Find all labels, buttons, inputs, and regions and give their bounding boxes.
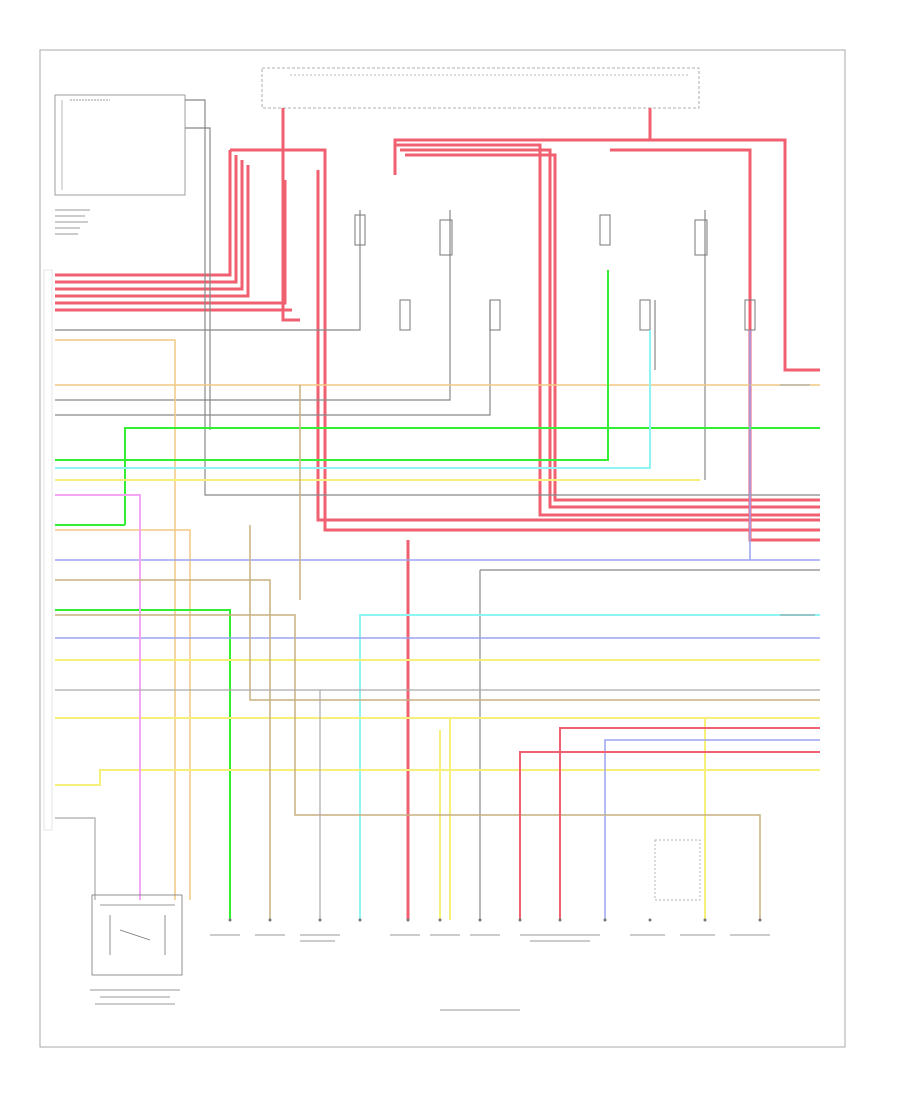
tan-wires (55, 385, 820, 920)
micro-labels (55, 209, 815, 1011)
range-switch-box (91, 894, 183, 976)
orange-wires (55, 339, 820, 900)
relay-1 (354, 214, 366, 246)
fuse-block (261, 67, 700, 109)
diagram-frame (39, 49, 846, 1048)
pcm-connector-left (43, 269, 53, 831)
blue-wires (55, 330, 820, 920)
relay-3 (599, 214, 611, 246)
relay-6 (489, 299, 501, 331)
green-wires (55, 270, 820, 920)
solenoid-box (654, 839, 701, 901)
cyan-wires (55, 330, 820, 920)
relay-2 (439, 219, 453, 256)
range-switch-contacts (100, 904, 175, 955)
relay-4 (694, 219, 708, 256)
gray-lower-wires (55, 689, 820, 920)
bottom-connectors (228, 918, 762, 922)
relay-5 (399, 299, 411, 331)
dark-wires (55, 99, 820, 920)
lower-red-wires (519, 727, 820, 920)
relay-7 (639, 299, 651, 331)
red-wires (55, 108, 820, 920)
pink-wires (55, 494, 141, 900)
relay-symbols (354, 214, 756, 331)
transaxle-switch-box (54, 94, 186, 196)
